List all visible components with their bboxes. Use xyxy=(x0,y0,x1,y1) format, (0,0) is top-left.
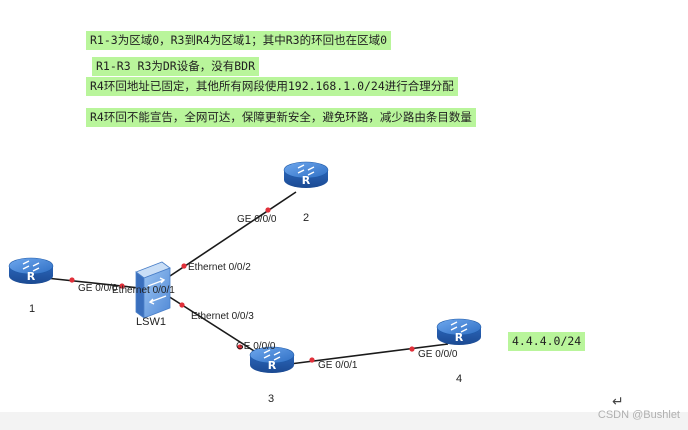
port-dot-r2 xyxy=(265,207,271,213)
port-dot-sw-e1 xyxy=(119,283,125,289)
port-label-sw-e1: Ethernet 0/0/1 xyxy=(112,285,175,296)
note-area-assignment: R1-3为区域0，R3到R4为区域1；其中R3的环回也在区域0 xyxy=(86,31,392,50)
port-label-r4-ge: GE 0/0/0 xyxy=(418,349,458,360)
port-dot-r3-ge0 xyxy=(237,344,243,350)
port-label-r3-ge1: GE 0/0/1 xyxy=(318,360,358,371)
r4-loopback-label: 4.4.4.0/24 xyxy=(508,332,586,351)
device-label-r1: 1 xyxy=(29,303,35,315)
switch-lsw1[interactable] xyxy=(135,261,171,319)
port-label-sw-e2: Ethernet 0/0/2 xyxy=(188,262,251,273)
switch-arrows-icon xyxy=(147,277,167,305)
port-dot-r1 xyxy=(69,277,75,283)
note-dr-bdr: R1-R3 R3为DR设备，没有BDR xyxy=(92,57,260,76)
device-label-r4: 4 xyxy=(456,373,462,385)
port-dot-r3-ge1 xyxy=(309,357,315,363)
port-dot-sw-e2 xyxy=(181,263,187,269)
note-loopback-requirements: R4环回不能宣告，全网可达，保障更新安全，避免环路，减少路由条目数量 xyxy=(86,108,476,127)
router-r4[interactable] xyxy=(436,318,482,346)
port-label-sw-e3: Ethernet 0/0/3 xyxy=(191,311,254,322)
port-label-r2-ge: GE 0/0/0 xyxy=(237,214,277,225)
watermark: CSDN @Bushlet xyxy=(597,409,680,421)
router-r1[interactable] xyxy=(8,257,54,285)
link-sw-r2 xyxy=(169,191,297,277)
router-r2[interactable] xyxy=(283,161,329,189)
port-label-r1-ge: GE 0/0/0 xyxy=(78,283,118,294)
return-arrow-icon: ↵ xyxy=(612,394,624,410)
port-dot-sw-e3 xyxy=(179,302,185,308)
note-address-plan: R4环回地址已固定，其他所有网段使用192.168.1.0/24进行合理分配 xyxy=(86,77,458,96)
port-label-r3-ge0: GE 0/0/0 xyxy=(236,341,276,352)
port-dot-r4 xyxy=(409,346,415,352)
link-r3-r4 xyxy=(289,343,449,365)
device-label-lsw1: LSW1 xyxy=(136,316,166,328)
device-label-r3: 3 xyxy=(268,393,274,405)
device-label-r2: 2 xyxy=(303,212,309,224)
bottom-bar xyxy=(0,412,688,430)
